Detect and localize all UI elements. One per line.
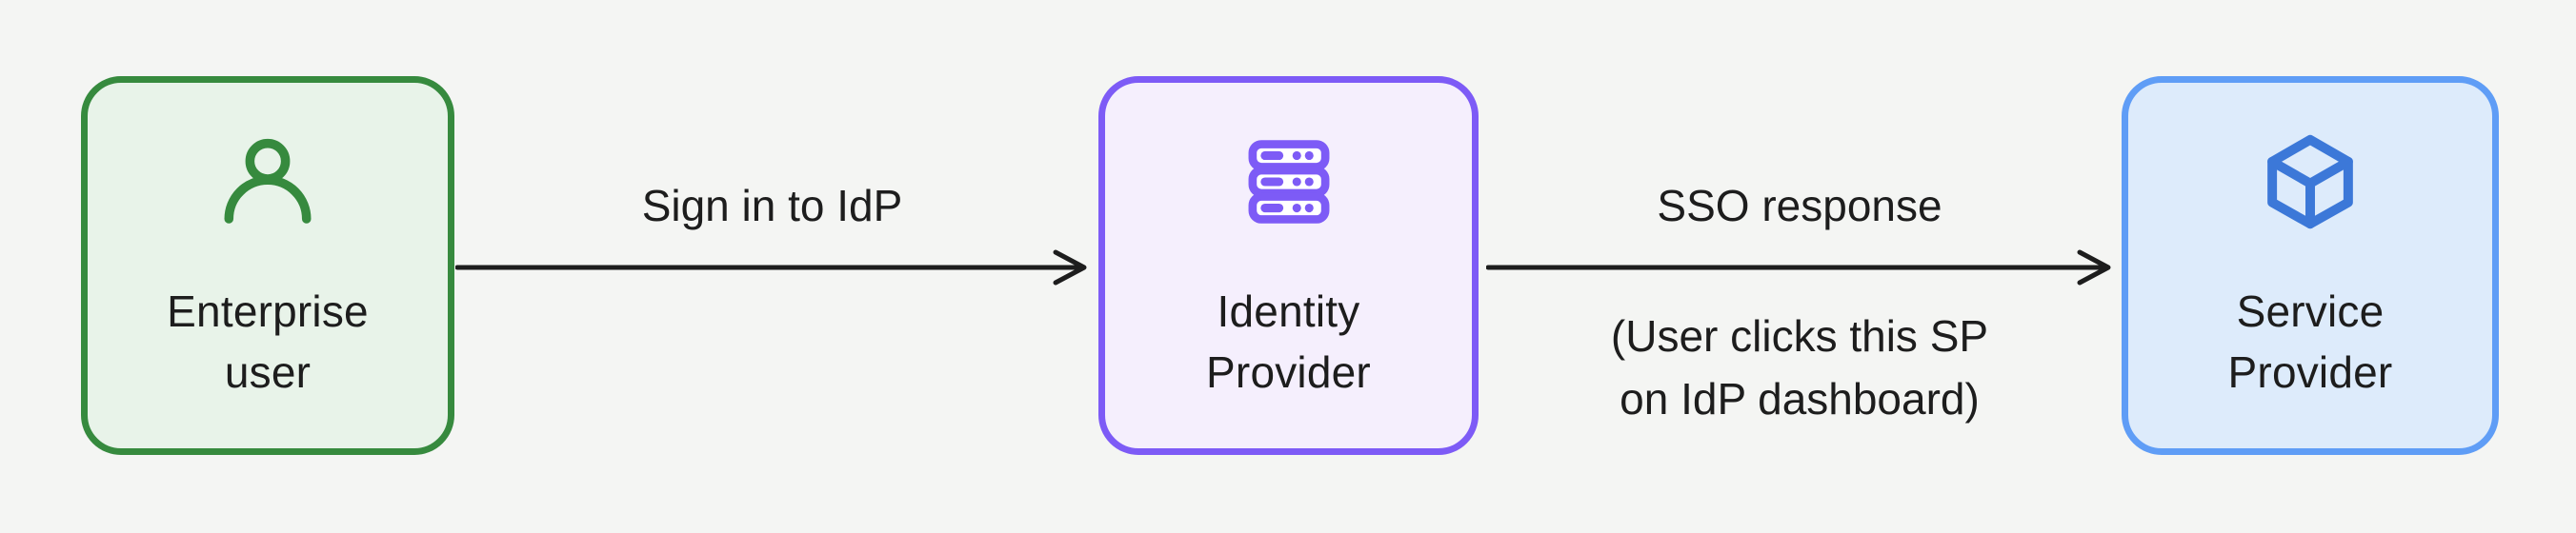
node-label-line: user <box>224 347 312 397</box>
node-label-line: Provider <box>2227 347 2393 397</box>
node-label-service-provider: Service Provider <box>2228 281 2393 403</box>
node-label-line: Enterprise <box>167 286 369 336</box>
arrow-right-icon <box>455 249 1087 286</box>
user-icon <box>224 138 312 224</box>
edge-sublabel-line: on IdP dashboard) <box>1620 374 1980 424</box>
node-label-line: Identity <box>1217 286 1360 336</box>
node-identity-provider: Identity Provider <box>1098 76 1479 455</box>
node-label-enterprise-user: Enterprise user <box>167 281 369 403</box>
node-enterprise-user: Enterprise user <box>81 76 454 455</box>
edge-sublabel-line: (User clicks this SP <box>1610 311 1989 361</box>
node-label-identity-provider: Identity Provider <box>1206 281 1371 403</box>
node-label-line: Provider <box>1206 347 1371 397</box>
edge-label: SSO response <box>1657 181 1942 230</box>
edge-label: Sign in to IdP <box>641 181 903 230</box>
arrow-right-icon <box>1486 249 2111 286</box>
server-icon <box>1248 140 1329 224</box>
node-service-provider: Service Provider <box>2122 76 2499 455</box>
cube-icon <box>2267 134 2353 229</box>
edge-sublabel: (User clicks this SP on IdP dashboard) <box>1611 305 1988 430</box>
node-label-line: Service <box>2236 286 2385 336</box>
